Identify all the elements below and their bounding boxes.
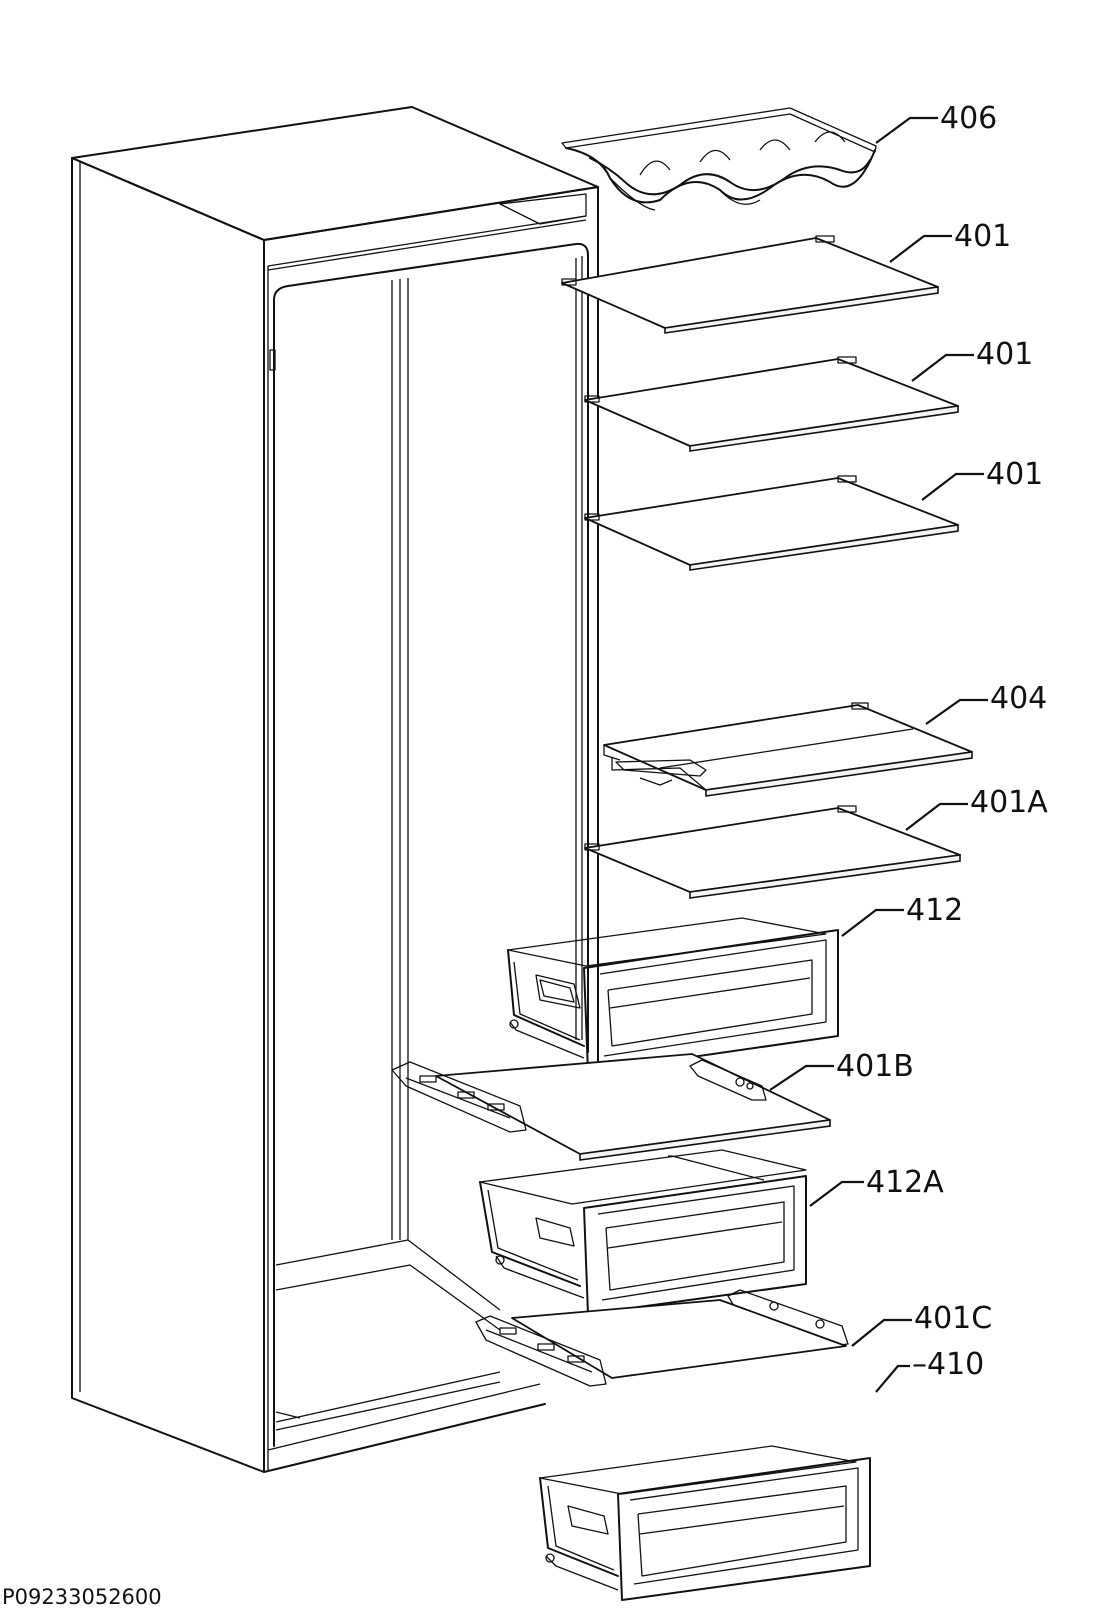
leader-406 xyxy=(875,116,938,144)
leader-401-3 xyxy=(921,472,984,501)
fridge-cabinet xyxy=(71,106,599,1473)
leader-412 xyxy=(841,908,904,937)
label-410: –410 xyxy=(912,1347,984,1382)
label-406: 406 xyxy=(940,101,997,136)
drawing-code: P09233052600 xyxy=(2,1585,162,1609)
label-401a: 401A xyxy=(970,785,1048,820)
bottom-drawer[interactable] xyxy=(539,1445,871,1601)
label-404: 404 xyxy=(990,681,1047,716)
wine-rack[interactable] xyxy=(561,107,877,211)
label-401b: 401B xyxy=(836,1049,914,1084)
label-401-2: 401 xyxy=(976,337,1033,372)
label-412a: 412A xyxy=(866,1165,944,1200)
leader-401a xyxy=(905,802,968,831)
glass-shelf-b[interactable] xyxy=(391,1053,831,1161)
leader-401-1 xyxy=(889,234,952,263)
leader-410 xyxy=(875,1364,910,1393)
glass-shelf-3[interactable] xyxy=(584,475,959,571)
glass-shelf-a[interactable] xyxy=(584,805,961,899)
leader-404 xyxy=(925,698,988,725)
glass-shelf-c[interactable] xyxy=(475,1299,847,1387)
leader-412a xyxy=(809,1180,864,1207)
leader-401b xyxy=(769,1064,834,1091)
label-401-1: 401 xyxy=(954,219,1011,254)
split-shelf[interactable] xyxy=(603,702,973,797)
label-401c: 401C xyxy=(914,1301,992,1336)
crisper-drawer-2[interactable] xyxy=(479,1149,849,1347)
leader-401-2 xyxy=(911,353,974,382)
label-401-3: 401 xyxy=(986,457,1043,492)
glass-shelf-1[interactable] xyxy=(561,235,939,334)
leader-401c xyxy=(851,1318,912,1347)
crisper-drawer-1[interactable] xyxy=(507,917,839,1073)
glass-shelf-2[interactable] xyxy=(584,356,959,452)
label-412: 412 xyxy=(906,893,963,928)
